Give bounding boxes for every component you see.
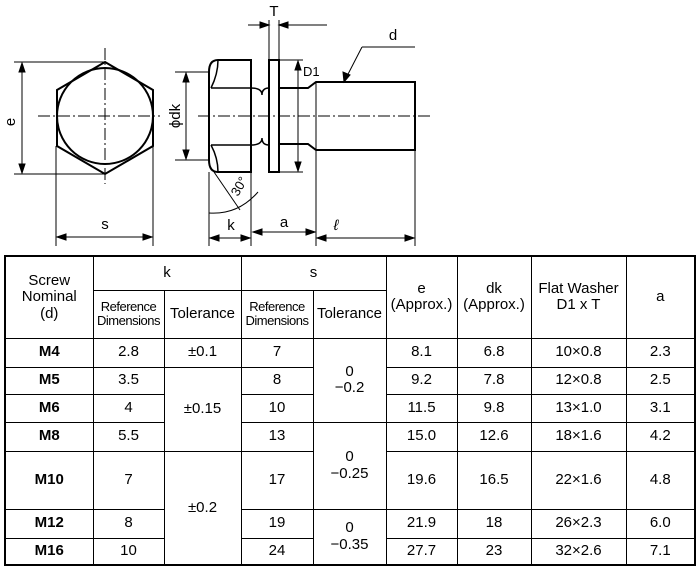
cell-k-tol: ±0.15 bbox=[163, 366, 242, 452]
cell-e: 8.1 bbox=[385, 337, 458, 368]
cell-s: 17 bbox=[240, 450, 314, 510]
cell-washer: 13×1.0 bbox=[530, 393, 627, 423]
cell-size: M4 bbox=[4, 337, 94, 368]
table-row: M12 8 19 0−0.35 21.9 18 26×2.3 6.0 bbox=[4, 508, 696, 566]
cell-s: 19 bbox=[240, 508, 314, 539]
label-angle: 30° bbox=[228, 174, 251, 199]
cell-size: M16 bbox=[4, 537, 94, 566]
cell-k: 2.8 bbox=[92, 337, 165, 368]
cell-a: 4.2 bbox=[625, 421, 696, 452]
cell-s: 8 bbox=[240, 366, 314, 395]
cell-e: 21.9 bbox=[385, 508, 458, 539]
cell-e: 11.5 bbox=[385, 393, 458, 423]
cell-e: 27.7 bbox=[385, 537, 458, 566]
header-dk: dk(Approx.) bbox=[456, 255, 532, 339]
cell-dk: 16.5 bbox=[456, 450, 532, 510]
cell-a: 4.8 bbox=[625, 450, 696, 510]
cell-dk: 23 bbox=[456, 537, 532, 566]
cell-s: 24 bbox=[240, 537, 314, 566]
cell-a: 3.1 bbox=[625, 393, 696, 423]
cell-size: M8 bbox=[4, 421, 94, 452]
header-k-tol: Tolerance bbox=[163, 289, 242, 339]
table-row: M10 7 ±0.2 17 19.6 16.5 22×1.6 4.8 bbox=[4, 450, 696, 566]
cell-e: 15.0 bbox=[385, 421, 458, 452]
label-k: k bbox=[227, 217, 235, 234]
cell-k-tol: ±0.2 bbox=[163, 450, 242, 566]
cell-dk: 9.8 bbox=[456, 393, 532, 423]
cell-s-tol: 0−0.2 bbox=[312, 337, 387, 423]
cell-a: 7.1 bbox=[625, 537, 696, 566]
table-row: M16 10 24 27.7 23 32×2.6 7.1 bbox=[4, 537, 696, 566]
header-k: k bbox=[92, 255, 242, 291]
cell-k: 3.5 bbox=[92, 366, 165, 395]
cell-e: 19.6 bbox=[385, 450, 458, 510]
cell-k: 8 bbox=[92, 508, 165, 539]
cell-a: 6.0 bbox=[625, 508, 696, 539]
label-dk: ϕdk bbox=[167, 103, 184, 128]
cell-s: 13 bbox=[240, 421, 314, 452]
label-l: ℓ bbox=[333, 217, 340, 234]
cell-dk: 6.8 bbox=[456, 337, 532, 368]
label-s: s bbox=[101, 216, 109, 233]
label-a: a bbox=[280, 214, 289, 231]
cell-s-tol: 0−0.35 bbox=[312, 508, 387, 566]
header-s-tol: Tolerance bbox=[312, 289, 387, 339]
table-row: M6 4 10 11.5 9.8 13×1.0 3.1 bbox=[4, 393, 696, 423]
label-T: T bbox=[269, 3, 278, 20]
cell-s: 7 bbox=[240, 337, 314, 368]
cell-k: 5.5 bbox=[92, 421, 165, 452]
bolt-drawing: e s T d D1 ϕdk 30° k a ℓ bbox=[2, 3, 430, 246]
cell-size: M10 bbox=[4, 450, 94, 510]
cell-washer: 18×1.6 bbox=[530, 421, 627, 452]
label-e: e bbox=[2, 118, 19, 126]
table-row: M8 5.5 13 0−0.25 15.0 12.6 18×1.6 4.2 bbox=[4, 421, 696, 510]
cell-e: 9.2 bbox=[385, 366, 458, 395]
cell-dk: 12.6 bbox=[456, 421, 532, 452]
table-row: M4 2.8 ±0.1 7 0−0.2 8.1 6.8 10×0.8 2.3 bbox=[4, 337, 696, 423]
cell-washer: 22×1.6 bbox=[530, 450, 627, 510]
bolt-side-view bbox=[175, 20, 430, 246]
label-d: d bbox=[389, 27, 397, 44]
cell-a: 2.3 bbox=[625, 337, 696, 368]
header-s: s bbox=[240, 255, 387, 291]
cell-washer: 12×0.8 bbox=[530, 366, 627, 395]
cell-washer: 26×2.3 bbox=[530, 508, 627, 539]
cell-a: 2.5 bbox=[625, 366, 696, 395]
cell-size: M6 bbox=[4, 393, 94, 423]
label-D1: D1 bbox=[303, 64, 320, 79]
cell-washer: 32×2.6 bbox=[530, 537, 627, 566]
hex-end-view bbox=[14, 48, 160, 246]
cell-washer: 10×0.8 bbox=[530, 337, 627, 368]
cell-s-tol: 0−0.25 bbox=[312, 421, 387, 510]
cell-size: M5 bbox=[4, 366, 94, 395]
cell-dk: 18 bbox=[456, 508, 532, 539]
header-a: a bbox=[625, 255, 696, 339]
cell-k-tol: ±0.1 bbox=[163, 337, 242, 368]
cell-k: 7 bbox=[92, 450, 165, 510]
table-row: M5 3.5 ±0.15 8 9.2 7.8 12×0.8 2.5 bbox=[4, 366, 696, 452]
cell-k: 10 bbox=[92, 537, 165, 566]
cell-size: M12 bbox=[4, 508, 94, 539]
cell-dk: 7.8 bbox=[456, 366, 532, 395]
cell-k: 4 bbox=[92, 393, 165, 423]
cell-s: 10 bbox=[240, 393, 314, 423]
header-e: e(Approx.) bbox=[385, 255, 458, 339]
